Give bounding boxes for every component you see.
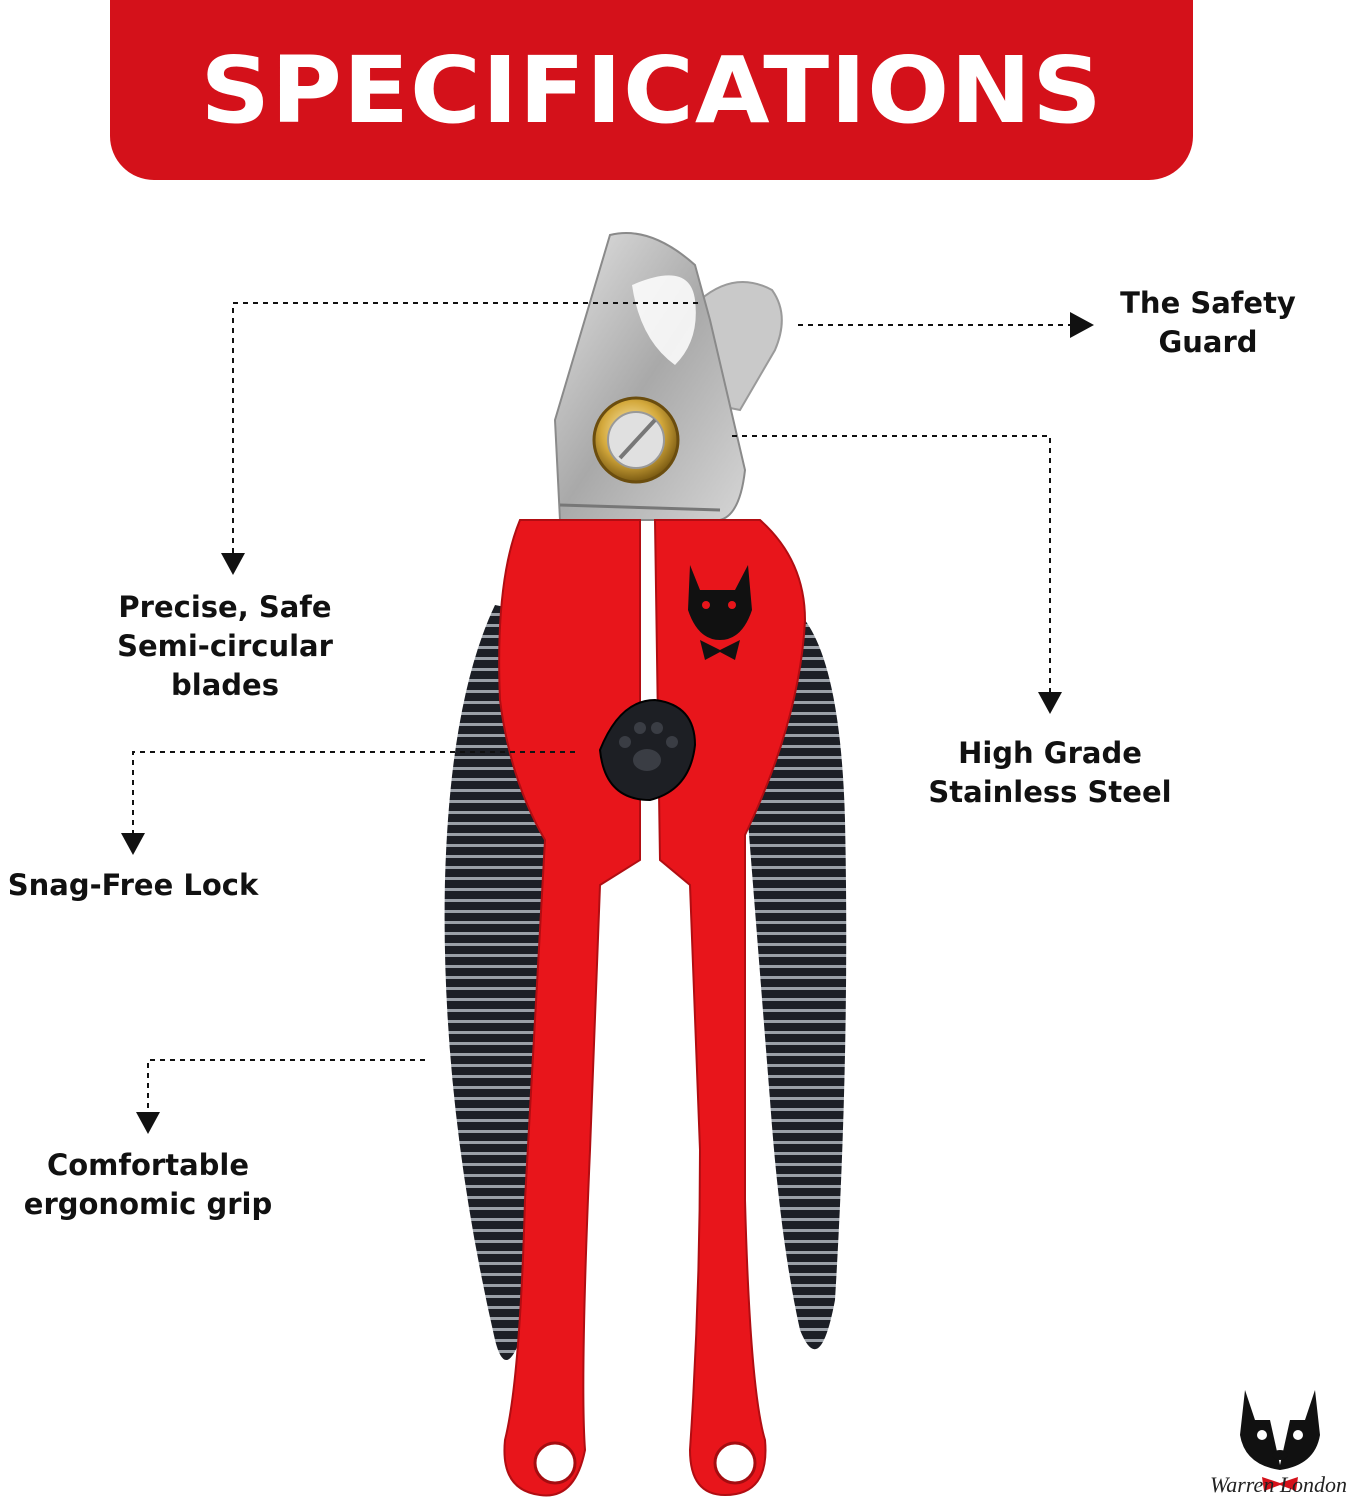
page-title: SPECIFICATIONS: [200, 36, 1103, 144]
safety-guard-arrow-icon: [1070, 312, 1094, 338]
brand-name: Warren London: [1209, 1472, 1348, 1497]
callout-safety-guard: The Safety Guard: [1120, 286, 1296, 359]
callout-grip: Comfortable ergonomic grip: [23, 1148, 273, 1221]
lock-arrow-icon: [121, 833, 145, 855]
steel-arrow-icon: [1038, 692, 1062, 714]
dog-face-icon: [688, 565, 752, 660]
callout-steel: High Grade Stainless Steel: [928, 736, 1172, 809]
blades-arrow-icon: [221, 553, 245, 575]
blades-leader-line: [232, 302, 698, 555]
paw-lock-button: [598, 698, 697, 802]
header-banner: SPECIFICATIONS: [110, 0, 1193, 180]
callout-lock: Snag-Free Lock: [7, 868, 259, 902]
grip-leader-line: [147, 1059, 425, 1112]
lock-leader-line: [132, 751, 575, 835]
grip-arrow-icon: [136, 1112, 160, 1134]
steel-leader-line: [732, 435, 1051, 695]
callout-blades: Precise, Safe Semi-circular blades: [117, 590, 333, 702]
boston-terrier-logo-icon: [1240, 1390, 1320, 1491]
pivot-screw: [592, 396, 680, 484]
